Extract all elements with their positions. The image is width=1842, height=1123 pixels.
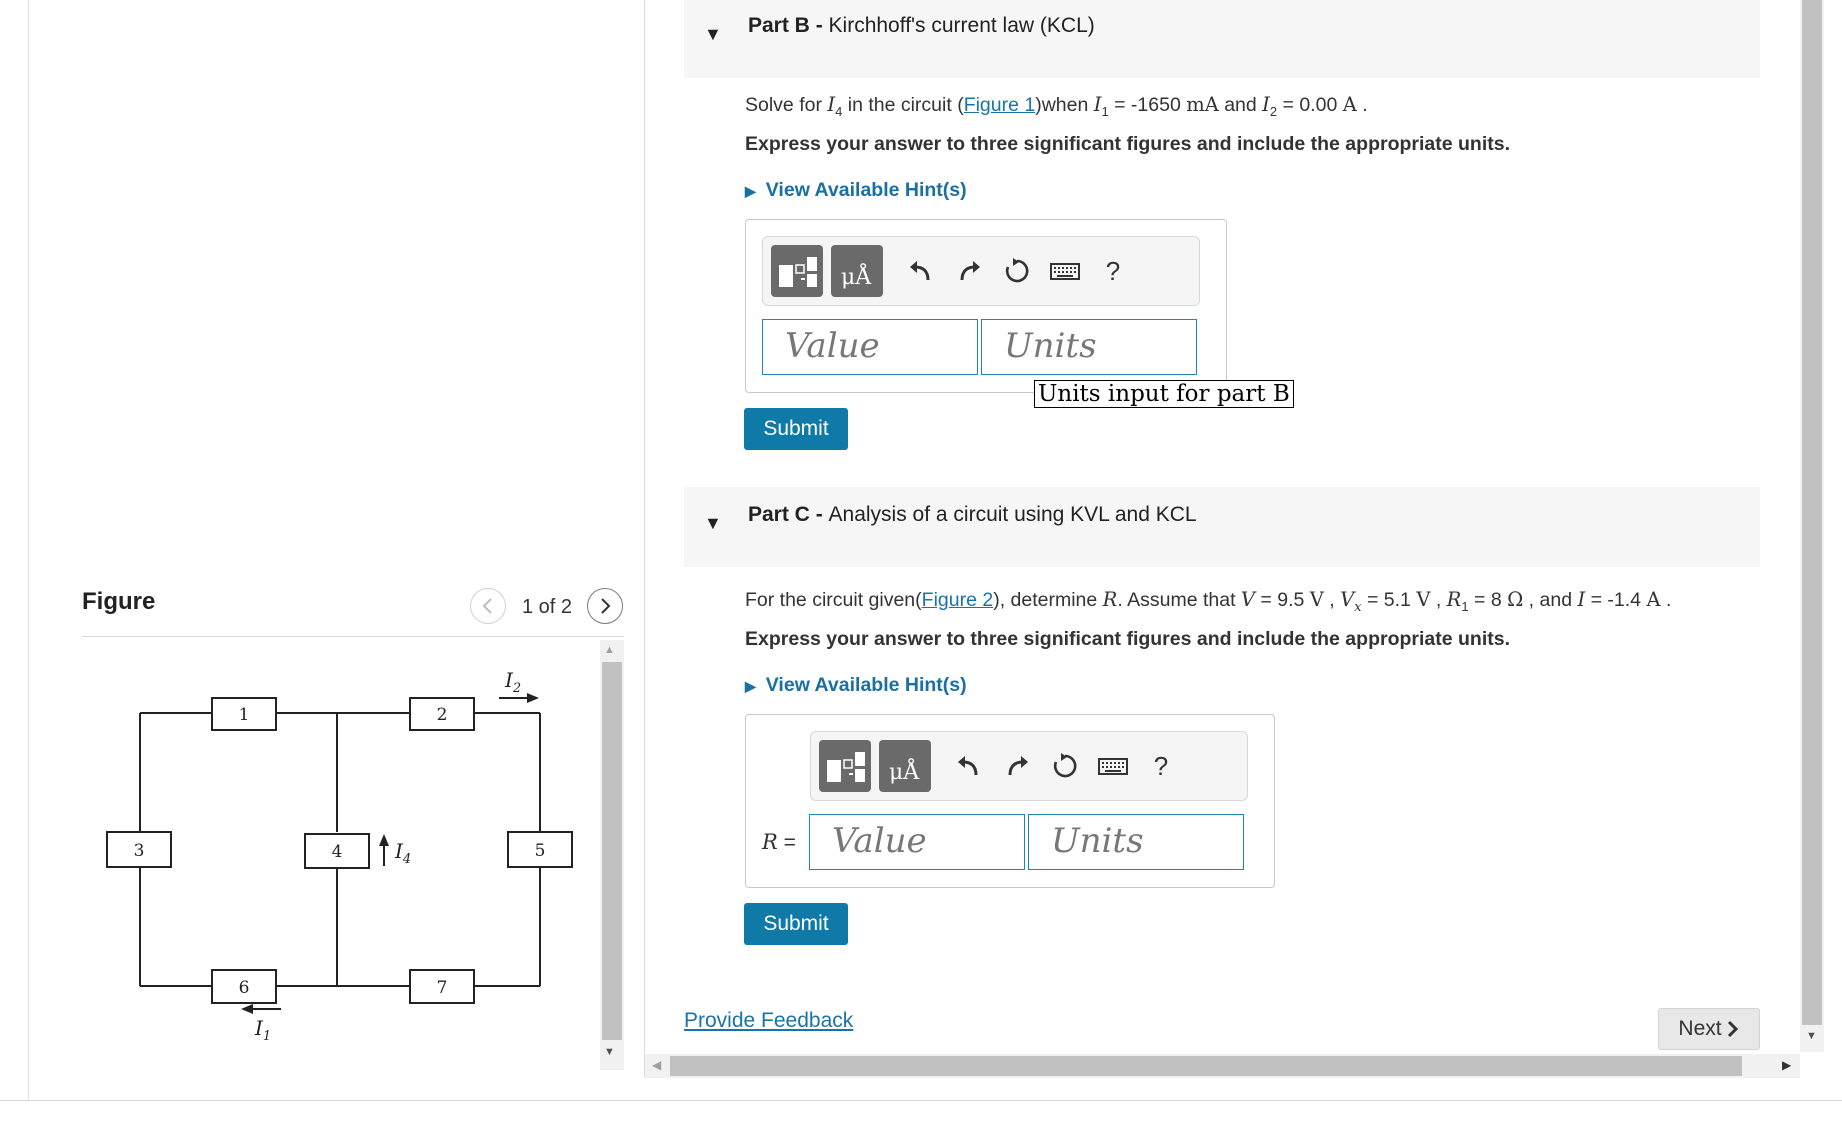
part-b-question: Solve for I4 in the circuit (Figure 1)wh… [745,93,1368,119]
scroll-down-arrow-icon[interactable]: ▼ [604,1046,615,1058]
undo-icon[interactable] [901,251,941,291]
redo-icon[interactable] [949,251,989,291]
svg-text:I1: I1 [254,1016,271,1044]
part-b-submit-button[interactable]: Submit [744,408,848,450]
scroll-up-arrow-icon[interactable]: ▲ [604,644,615,656]
part-b-value-input[interactable]: Value [762,319,978,375]
svg-text:I2: I2 [504,668,521,696]
figure-divider [82,636,624,637]
r-equals-label: R = [762,830,796,854]
part-c-units-input[interactable]: Units [1028,814,1244,870]
previous-figure-button[interactable] [470,588,506,624]
circuit-element-3 [106,831,172,868]
circuit-element-1 [211,697,277,731]
redo-icon[interactable] [997,746,1037,786]
reset-icon[interactable] [997,251,1037,291]
page-vertical-scrollbar-thumb[interactable] [1802,0,1822,1025]
part-c-value-input[interactable]: Value [809,814,1025,870]
undo-icon[interactable] [949,746,989,786]
current-arrow-i4: I4 [379,834,411,867]
provide-feedback-link[interactable]: Provide Feedback [684,1009,854,1032]
page-bottom-line [0,1100,1842,1101]
pane-divider [644,0,645,1078]
micro-angstrom-icon: μÅ [841,265,872,290]
circuit-element-5 [507,831,573,868]
keyboard-icon[interactable] [1093,746,1133,786]
element-label-7: 7 [437,978,448,998]
templates-button[interactable] [771,245,823,297]
chevron-right-icon [601,598,611,614]
circuit-element-4 [304,833,370,869]
element-label-6: 6 [239,978,250,998]
element-label-4: 4 [332,842,343,862]
scroll-down-arrow-icon[interactable]: ▼ [1806,1030,1817,1042]
templates-icon [779,257,817,287]
units-input-tooltip: Units input for part B [1034,380,1294,408]
current-arrow-i2: I2 [499,668,539,703]
figure-heading: Figure [82,588,156,615]
part-c-instruction: Express your answer to three significant… [745,628,1510,650]
part-b-hint-toggle[interactable]: ▶View Available Hint(s) [745,179,967,201]
element-label-5: 5 [535,841,546,861]
help-question-icon[interactable]: ? [1153,750,1169,781]
chevron-right-icon [1727,1020,1738,1038]
part-c-question: For the circuit given(Figure 2), determi… [745,588,1672,615]
element-label-1: 1 [239,705,250,725]
part-c-hint-toggle[interactable]: ▶View Available Hint(s) [745,674,967,696]
circuit-element-6 [211,969,277,1004]
next-figure-button[interactable] [587,588,623,624]
figure-2-link[interactable]: Figure 2 [921,589,994,611]
part-b-header[interactable]: ▼ Part B - Kirchhoff's current law (KCL) [684,0,1760,78]
part-c-submit-button[interactable]: Submit [744,903,848,945]
circuit-element-2 [409,697,475,731]
current-arrow-i1: I1 [241,1004,281,1044]
element-label-2: 2 [437,705,448,725]
templates-icon [827,752,865,782]
scroll-right-arrow-icon[interactable]: ▶ [1782,1058,1792,1072]
part-b-title: Part B - Kirchhoff's current law (KCL) [748,14,1095,37]
figure-1-link[interactable]: Figure 1 [963,94,1036,116]
svg-text:I4: I4 [394,839,411,867]
next-button-label: Next [1678,1017,1722,1040]
keyboard-icon[interactable] [1045,251,1085,291]
templates-button[interactable] [819,740,871,792]
scroll-left-arrow-icon[interactable]: ◀ [652,1058,662,1072]
chevron-left-icon [482,598,492,614]
circuit-diagram: 1 2 3 4 5 6 7 I2 I4 I1 [106,668,573,1044]
page-horizontal-scrollbar-thumb[interactable] [670,1056,1742,1076]
units-button[interactable]: μÅ [879,740,931,792]
units-button[interactable]: μÅ [831,245,883,297]
element-label-3: 3 [134,841,145,861]
part-b-units-input[interactable]: Units [981,319,1197,375]
part-b-instruction: Express your answer to three significant… [745,133,1510,155]
micro-angstrom-icon: μÅ [889,760,920,785]
part-c-math-toolbar: μÅ ? [810,731,1248,801]
collapse-caret-icon[interactable]: ▼ [704,513,722,533]
help-question-icon[interactable]: ? [1105,255,1121,286]
collapse-caret-icon[interactable]: ▼ [704,24,722,44]
part-c-title: Part C - Analysis of a circuit using KVL… [748,503,1197,526]
triangle-right-icon: ▶ [745,183,756,199]
reset-icon[interactable] [1045,746,1085,786]
part-b-math-toolbar: μÅ ? [762,236,1200,306]
part-c-header[interactable]: ▼ Part C - Analysis of a circuit using K… [684,487,1760,567]
next-button[interactable]: Next [1658,1008,1760,1050]
page-left-edge [28,0,29,1100]
circuit-element-7 [409,969,475,1004]
triangle-right-icon: ▶ [745,678,756,694]
figure-pager: 1 of 2 [522,596,573,618]
figure-scrollbar-thumb[interactable] [602,662,622,1040]
